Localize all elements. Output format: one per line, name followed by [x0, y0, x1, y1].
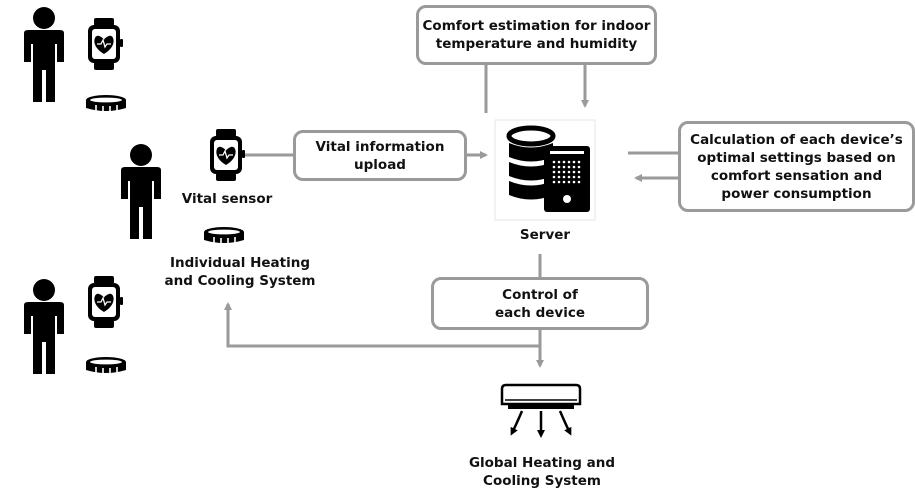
- vital-sensor-label: Vital sensor: [181, 191, 273, 207]
- comfort-estimation-box: Comfort estimation for indoor temperatur…: [416, 5, 657, 65]
- vital-upload-line-2: upload: [354, 156, 406, 173]
- individual-system-label: Individual Heating and Cooling System: [160, 254, 320, 290]
- control-box: Control of each device: [431, 277, 649, 330]
- ring-device-icon: [85, 94, 127, 113]
- smartwatch-icon: [87, 275, 124, 329]
- comfort-estimation-line-1: Comfort estimation for indoor: [422, 18, 651, 34]
- global-system-line-2: Cooling System: [483, 473, 601, 489]
- user-group-middle: [121, 128, 246, 245]
- person-icon: [121, 144, 161, 239]
- individual-system-line-1: Individual Heating: [170, 255, 310, 271]
- calculation-line-1: Calculation of each device’s: [690, 131, 903, 148]
- smartwatch-icon: [209, 128, 246, 182]
- vital-upload-box: Vital information upload: [293, 130, 467, 181]
- individual-system-line-2: and Cooling System: [164, 273, 316, 289]
- connector-to-individual-system: [224, 302, 540, 348]
- global-system-label: Global Heating and Cooling System: [462, 454, 622, 490]
- vital-upload-line-1: Vital information: [315, 138, 445, 155]
- ring-device-icon: [85, 356, 127, 375]
- control-line-1: Control of: [502, 286, 578, 303]
- smartwatch-icon: [87, 17, 124, 71]
- person-icon: [24, 279, 64, 374]
- server-label: Server: [519, 227, 571, 243]
- global-system-line-1: Global Heating and: [468, 455, 616, 471]
- control-line-2: each device: [495, 304, 585, 321]
- calculation-line-2: optimal settings based on: [697, 149, 896, 166]
- user-group-bottom: [24, 275, 127, 375]
- calculation-line-4: power consumption: [721, 185, 872, 202]
- server-icon: [494, 119, 596, 221]
- air-conditioner-icon: [500, 383, 582, 438]
- comfort-estimation-line-2: temperature and humidity: [435, 36, 638, 52]
- connectors: [224, 64, 678, 368]
- person-icon: [24, 7, 64, 102]
- calculation-box: Calculation of each device’s optimal set…: [678, 121, 915, 212]
- ring-device-icon: [203, 226, 245, 245]
- user-group-top: [24, 7, 127, 113]
- calculation-line-3: comfort sensation and: [710, 167, 883, 184]
